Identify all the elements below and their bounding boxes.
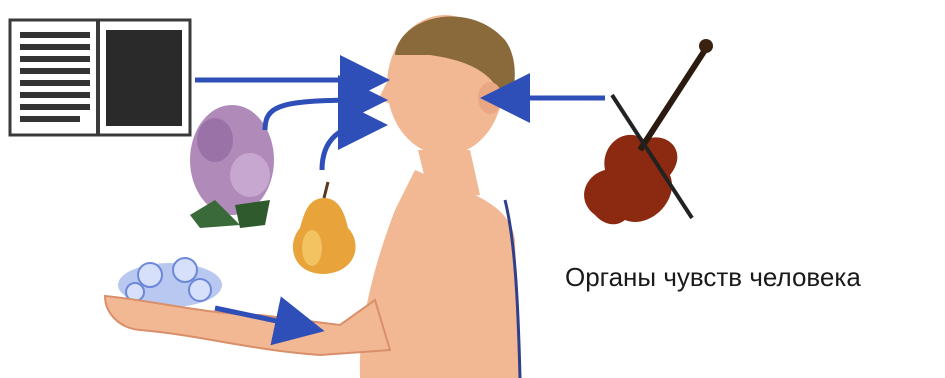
violin-icon	[584, 39, 713, 224]
book-icon	[10, 20, 190, 135]
pear-icon	[293, 182, 356, 274]
caption: Органы чувств человека	[565, 262, 861, 293]
lilac-flower-icon	[190, 105, 274, 228]
arrow-taste	[322, 125, 368, 170]
